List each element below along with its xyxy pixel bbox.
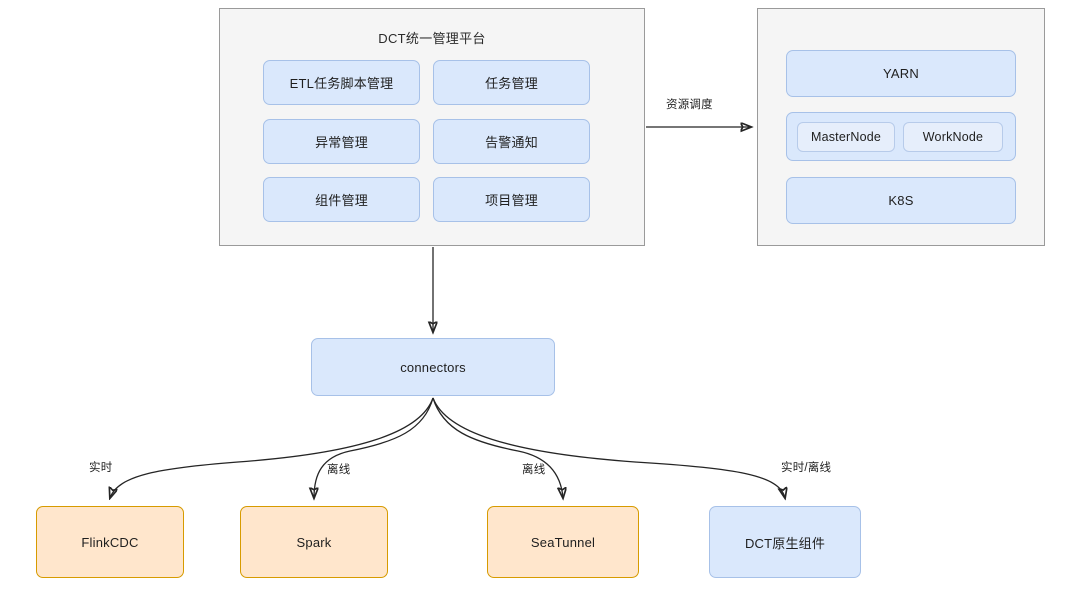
target-flinkcdc[interactable]: FlinkCDC [36, 506, 184, 578]
module-exception-management[interactable]: 异常管理 [263, 119, 420, 164]
module-component-management[interactable]: 组件管理 [263, 177, 420, 222]
module-etl-script-management[interactable]: ETL任务脚本管理 [263, 60, 420, 105]
edge-label-realtime-offline-dct: 实时/离线 [781, 462, 832, 474]
module-project-management[interactable]: 项目管理 [433, 177, 590, 222]
edge-label-resource-schedule: 资源调度 [666, 99, 713, 111]
resource-master-node[interactable]: MasterNode [797, 122, 895, 152]
resource-yarn[interactable]: YARN [786, 50, 1016, 97]
resource-work-node[interactable]: WorkNode [903, 122, 1003, 152]
edge-connectors-to-seatunnel [432, 397, 563, 498]
resource-k8s[interactable]: K8S [786, 177, 1016, 224]
connectors-node[interactable]: connectors [311, 338, 555, 396]
edge-label-realtime-flinkcdc: 实时 [89, 462, 113, 474]
target-spark[interactable]: Spark [240, 506, 388, 578]
target-dct-native-component[interactable]: DCT原生组件 [709, 506, 861, 578]
edge-connectors-to-spark [314, 397, 434, 498]
edge-label-offline-seatunnel: 离线 [522, 464, 546, 476]
edge-connectors-to-flinkcdc [110, 397, 434, 498]
edge-label-offline-spark: 离线 [327, 464, 351, 476]
module-task-management[interactable]: 任务管理 [433, 60, 590, 105]
target-seatunnel[interactable]: SeaTunnel [487, 506, 639, 578]
edge-connectors-to-dct-native [432, 397, 785, 498]
platform-panel-title: DCT统一管理平台 [378, 31, 486, 46]
module-alert-notification[interactable]: 告警通知 [433, 119, 590, 164]
